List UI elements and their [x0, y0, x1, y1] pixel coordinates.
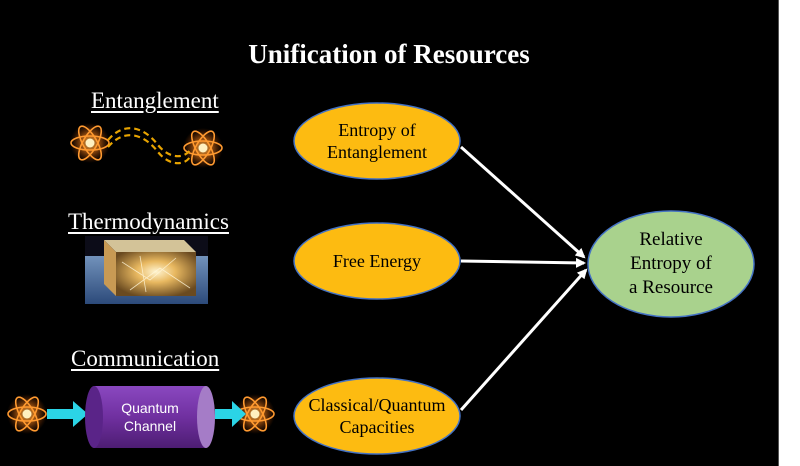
target-line: Relative [639, 229, 703, 250]
channel-line: Quantum [121, 400, 179, 416]
target-line: a Resource [629, 277, 713, 298]
measure-line: Classical/Quantum [308, 395, 446, 415]
capacities-text: Classical/Quantum Capacities [288, 378, 466, 454]
thermodynamics-label: Thermodynamics [68, 209, 229, 234]
atom-icon [69, 122, 111, 164]
free-energy-oval [293, 222, 461, 300]
entropy-of-entanglement-text: Entropy of Entanglement [294, 103, 460, 179]
measure-line: Capacities [339, 417, 415, 437]
quantum-channel-label: Quantum Channel [94, 386, 206, 448]
arrow-icon [459, 268, 588, 411]
arrow-icon [460, 257, 586, 268]
atom-icon [182, 127, 224, 169]
relative-entropy-oval [587, 210, 755, 318]
channel-output-arrow-icon [215, 401, 246, 427]
communication-illustration [6, 386, 276, 448]
free-energy-text: Free Energy [294, 223, 460, 299]
entanglement-illustration [69, 122, 224, 169]
relative-entropy-text: Relative Entropy of a Resource [588, 211, 754, 317]
channel-line: Channel [123, 418, 177, 434]
measure-line: Entropy of [338, 120, 416, 140]
atom-icon [6, 393, 48, 435]
entangled-link-icon [107, 127, 191, 165]
channel-input-arrow-icon [47, 401, 88, 427]
entanglement-label: Entanglement [91, 88, 219, 113]
glowing-cube-icon [85, 236, 208, 304]
diagram-title: Unification of Resources [248, 39, 530, 69]
measure-line: Free Energy [332, 251, 422, 271]
entropy-of-entanglement-oval [293, 102, 461, 180]
target-line: Entropy of [630, 253, 712, 274]
capacities-oval [293, 377, 461, 455]
communication-label: Communication [71, 346, 220, 371]
measure-line: Entanglement [327, 142, 427, 162]
arrow-icon [460, 145, 586, 259]
quantum-channel-icon [85, 386, 215, 448]
